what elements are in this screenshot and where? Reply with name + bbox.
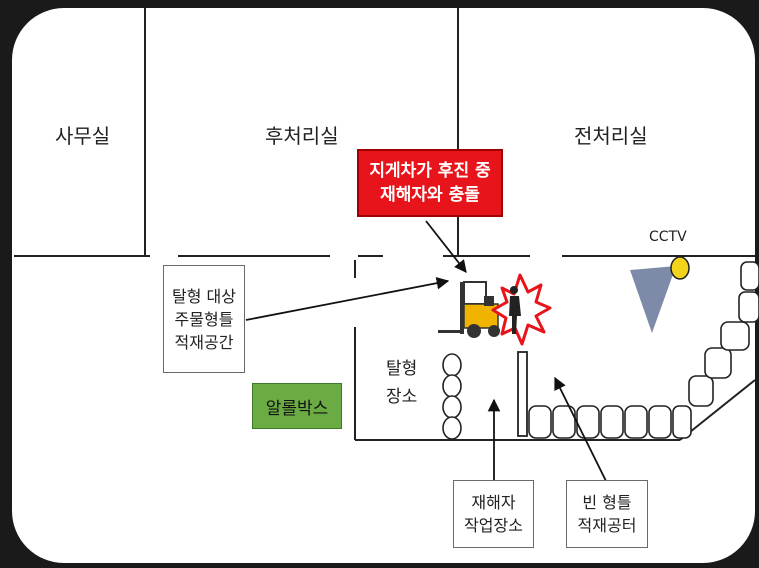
room-label-office: 사무실	[55, 124, 111, 148]
room-label-post-processing: 후처리실	[265, 124, 339, 148]
demolding-line-1: 탈형	[386, 359, 418, 379]
forklift-icon	[438, 281, 500, 338]
victim-workplace-line-1: 재해자	[471, 493, 516, 512]
victim-person-icon	[509, 286, 521, 334]
empty-mold-row	[528, 261, 759, 439]
demolding-line-2: 장소	[386, 387, 418, 407]
aluminum-box: 알롤박스	[252, 383, 342, 429]
walls	[14, 8, 756, 441]
empty-mold-line-2: 적재공터	[577, 516, 637, 535]
cctv-label: CCTV	[649, 229, 687, 245]
vertical-post	[517, 351, 528, 437]
pointer-arrows	[245, 220, 607, 482]
cctv-icon	[630, 256, 690, 333]
collision-burst-icon	[491, 273, 552, 346]
mold-storage-line-3: 적재공간	[174, 332, 234, 352]
victim-workplace-line-2: 작업장소	[464, 516, 523, 535]
room-label-pre-processing: 전처리실	[574, 124, 648, 148]
mold-storage-line-2: 주물형틀	[174, 309, 234, 329]
alert-line-2: 재해자와 충돌	[380, 185, 480, 205]
alert-line-1: 지게차가 후진 중	[369, 161, 491, 181]
mold-storage-line-1: 탈형 대상	[172, 286, 236, 306]
empty-mold-line-1: 빈 형틀	[582, 493, 632, 512]
demolding-molds	[442, 353, 462, 440]
